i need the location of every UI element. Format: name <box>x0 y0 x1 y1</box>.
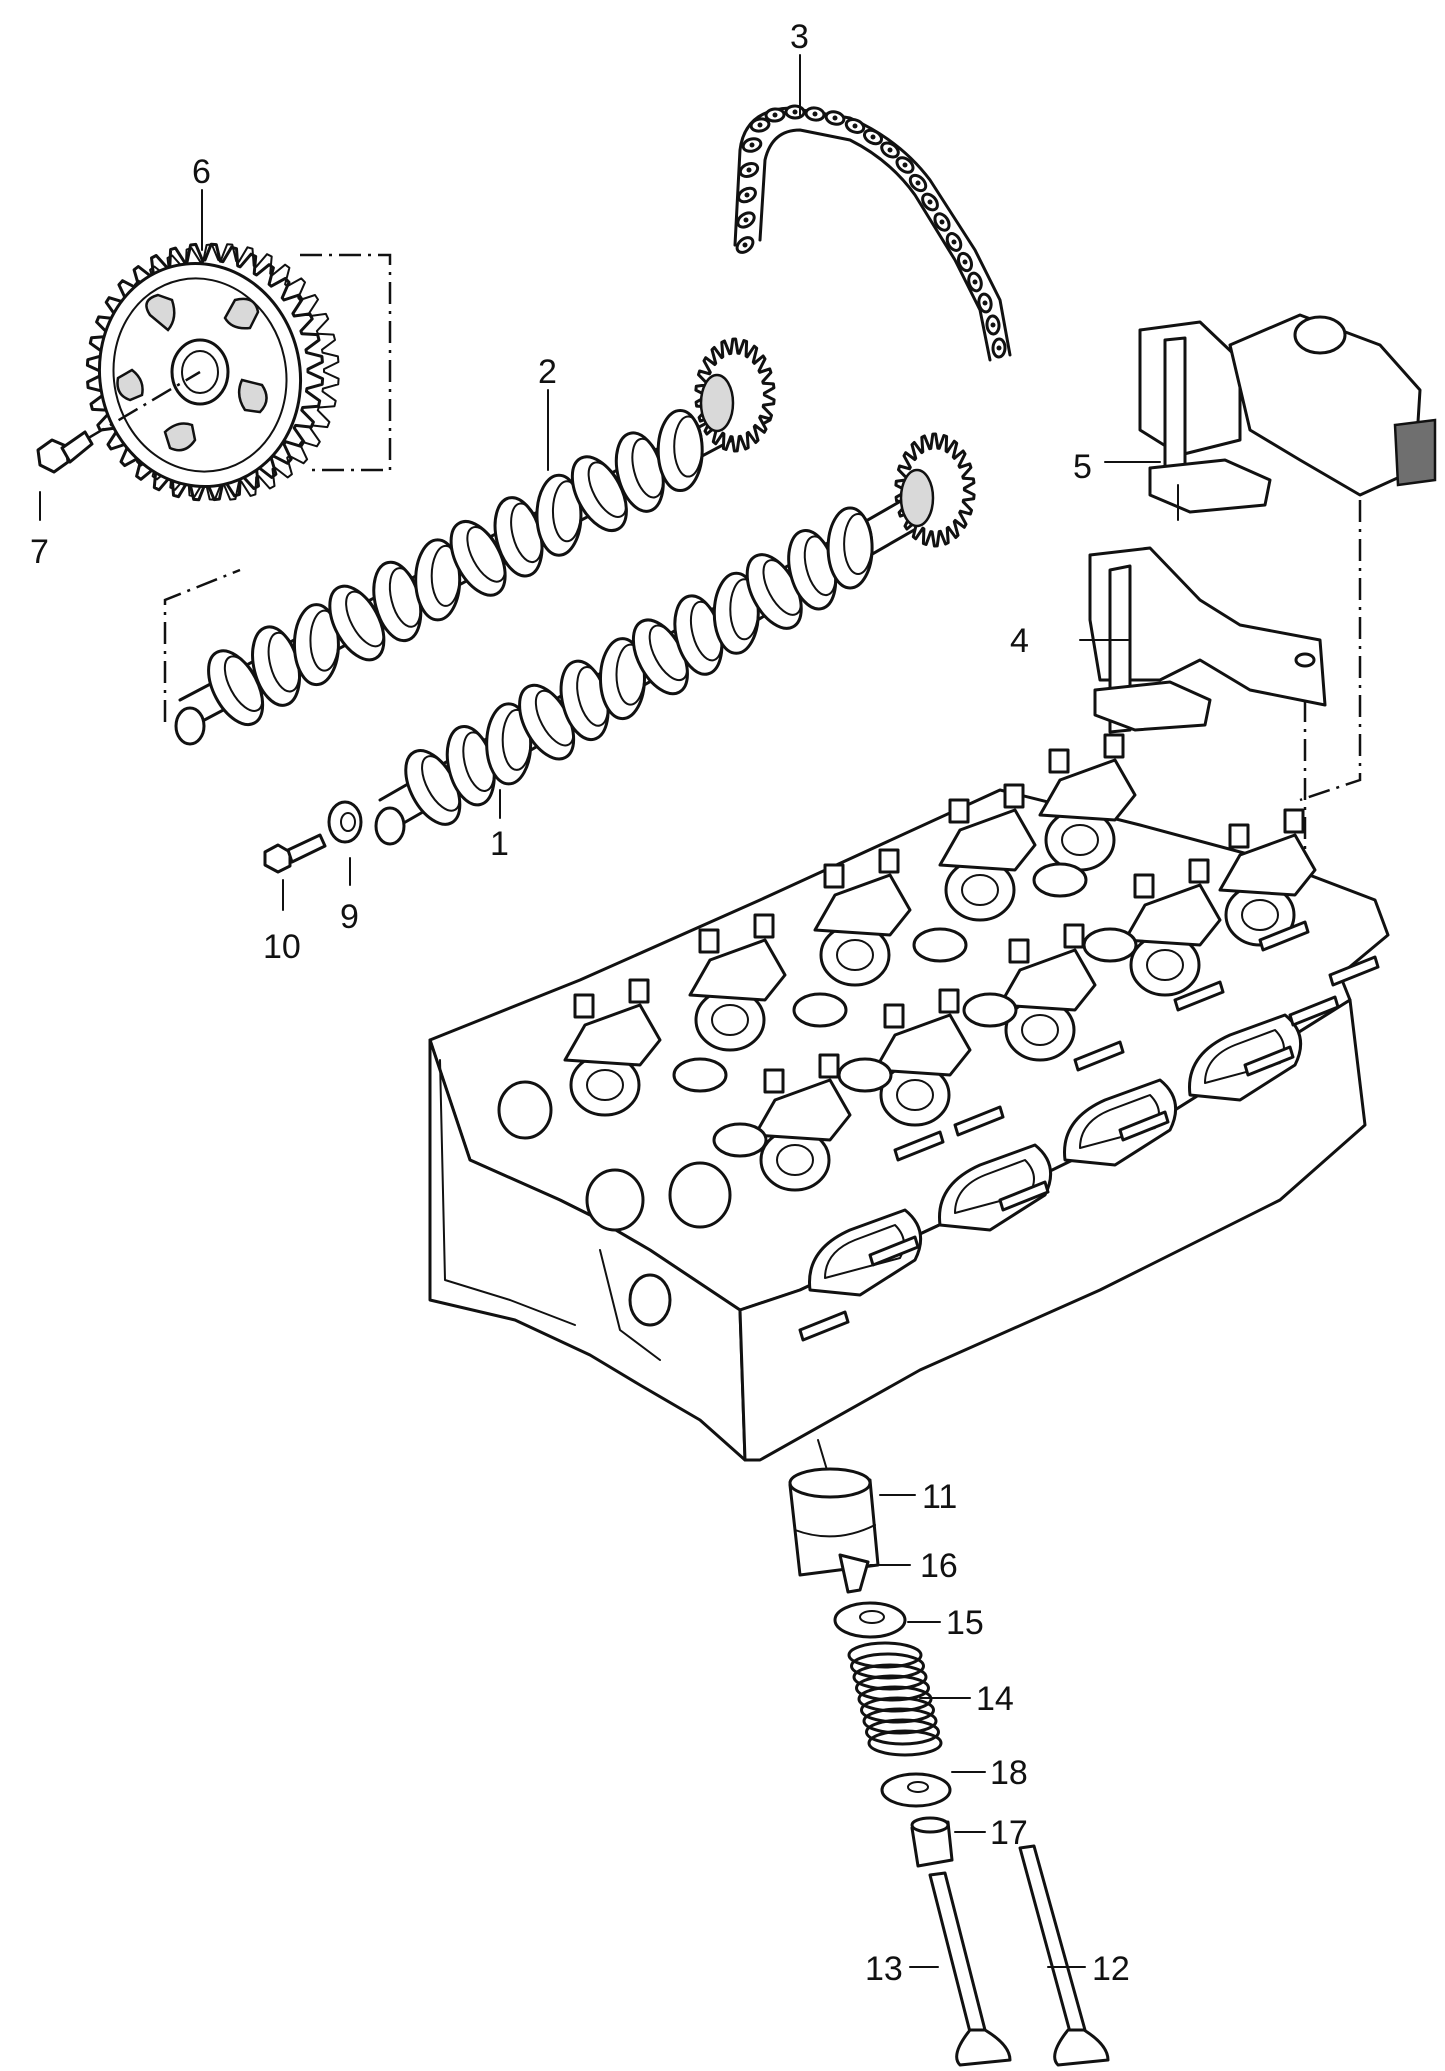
callout-4: 4 <box>1010 622 1029 660</box>
valve-spring-plate[interactable] <box>833 1601 907 1639</box>
camshaft-washer[interactable] <box>327 800 363 844</box>
sprocket-bolt[interactable] <box>36 370 201 474</box>
hydraulic-tappet[interactable] <box>788 1439 880 1577</box>
callout-15: 15 <box>946 1604 984 1642</box>
callout-6: 6 <box>192 153 211 191</box>
callout-3: 3 <box>790 18 809 56</box>
callout-13: 13 <box>865 1950 903 1988</box>
callout-16: 16 <box>920 1547 958 1585</box>
callout-11: 11 <box>922 1478 957 1516</box>
callout-5: 5 <box>1073 448 1092 486</box>
timing-chain[interactable] <box>733 104 1012 362</box>
valve-stem-seal[interactable] <box>910 1816 954 1868</box>
camshaft-bolt[interactable] <box>263 833 327 874</box>
valve-spring[interactable] <box>847 1641 943 1757</box>
camshaft-adjuster[interactable] <box>1088 546 1327 734</box>
callout-14: 14 <box>976 1680 1014 1718</box>
valve-spring-seat[interactable] <box>880 1772 952 1808</box>
intake-camshaft[interactable] <box>374 432 976 846</box>
adjuster-dashline <box>1299 500 1362 802</box>
intake-valve[interactable] <box>928 1871 1012 2067</box>
valve-cotters[interactable] <box>838 1553 870 1594</box>
callout-2: 2 <box>538 353 557 391</box>
callout-7: 7 <box>30 533 49 571</box>
callout-17: 17 <box>990 1814 1028 1852</box>
exhaust-valve[interactable] <box>1018 1844 1110 2067</box>
camshaft-adjuster-with-solenoid[interactable] <box>1138 313 1437 521</box>
callout-labels: 3 6 2 5 4 7 1 9 10 11 16 15 14 18 17 13 … <box>30 18 1130 1988</box>
leader-lines <box>39 54 1161 1968</box>
camshaft-sprocket[interactable] <box>79 242 340 505</box>
callout-18: 18 <box>990 1754 1028 1792</box>
cylinder-head <box>428 733 1390 1462</box>
callout-1: 1 <box>490 825 509 863</box>
callout-12: 12 <box>1092 1950 1130 1988</box>
camshaft-2-dashline <box>163 568 241 722</box>
callout-9: 9 <box>340 898 359 936</box>
sprocket-assembly-dashline <box>300 253 392 472</box>
exhaust-camshaft[interactable] <box>174 337 776 746</box>
callout-10: 10 <box>263 928 301 966</box>
